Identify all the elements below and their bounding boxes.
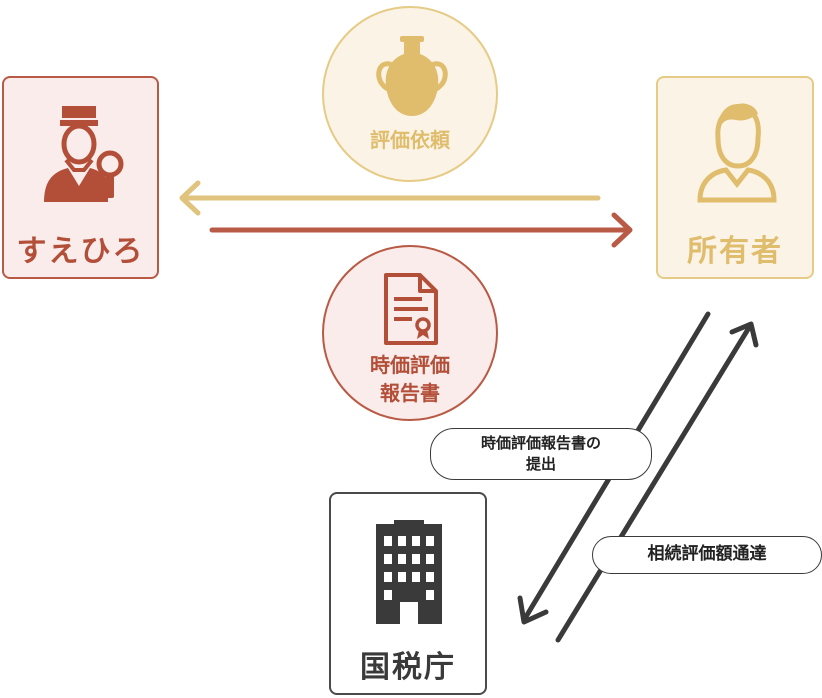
- appraiser-label: すえひろ: [16, 234, 145, 269]
- valuation-notice-pill: 相続評価額通達: [592, 536, 822, 574]
- vase-icon: [376, 36, 448, 116]
- tax-office-box: 国税庁: [329, 492, 487, 695]
- notice-arrow: [555, 321, 759, 643]
- request-arrow: [179, 180, 601, 216]
- report-label-line1: 時価評価: [370, 353, 450, 377]
- appraiser-box: すえひろ: [2, 76, 159, 279]
- submit-pill-line1: 時価評価報告書の: [480, 434, 601, 452]
- owner-box: 所有者: [656, 76, 814, 279]
- report-label: 時価評価 報告書: [324, 351, 496, 407]
- report-label-line2: 報告書: [380, 381, 440, 405]
- report-circle: 時価評価 報告書: [322, 245, 498, 421]
- owner-label: 所有者: [687, 234, 783, 269]
- submit-report-pill: 時価評価報告書の 提出: [430, 428, 652, 480]
- appraiser-with-magnifier-icon: [44, 106, 124, 202]
- request-circle: 評価依頼: [322, 6, 498, 182]
- tax-office-label: 国税庁: [360, 650, 456, 685]
- report-arrow: [209, 212, 633, 248]
- certificate-document-icon: [384, 273, 438, 345]
- submit-pill-line2: 提出: [525, 455, 556, 473]
- office-building-icon: [376, 520, 442, 624]
- person-icon: [697, 103, 777, 203]
- request-label: 評価依頼: [370, 128, 450, 152]
